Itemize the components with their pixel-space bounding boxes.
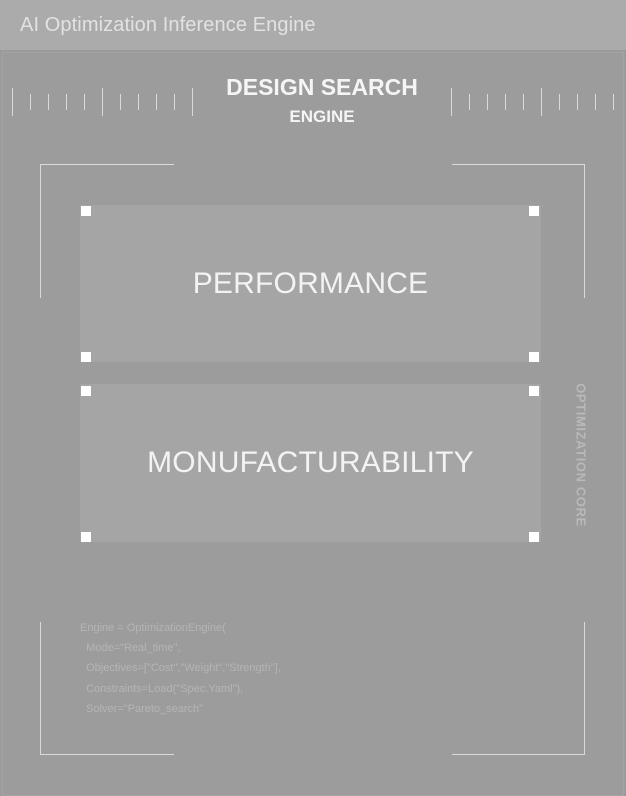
ruler-left [12, 88, 197, 118]
ruler-tick [174, 94, 175, 110]
code-snippet: Engine = OptimizationEngine( Mode="Real_… [80, 618, 281, 719]
manufacturability-block[interactable]: MONUFACTURABILITY [80, 384, 541, 542]
ruler-tick [66, 94, 67, 110]
ruler-tick [84, 94, 85, 110]
title-bar: AI Optimization Inference Engine [0, 0, 626, 50]
header-subtitle: ENGINE [289, 107, 355, 126]
code-line: Engine = OptimizationEngine( [80, 622, 226, 634]
ruler-tick [120, 94, 121, 110]
manufacturability-label: MONUFACTURABILITY [147, 446, 474, 479]
corner-bracket-bottom-right [452, 622, 585, 755]
ruler-tick [559, 94, 560, 110]
resize-handle-bottom-left[interactable] [81, 532, 91, 542]
ruler-right [451, 88, 616, 118]
resize-handle-bottom-right[interactable] [529, 532, 539, 542]
code-line: Mode="Real_time", [80, 642, 181, 655]
optimization-core-label: OPTIMIZATION CORE [573, 383, 589, 527]
resize-handle-bottom-right[interactable] [529, 352, 539, 362]
ruler-tick [523, 94, 524, 110]
ruler-tick [30, 94, 31, 110]
ruler-tick [577, 94, 578, 110]
ruler-tick [451, 88, 452, 116]
code-line: Objectives=["Cost","Weight","Strength"], [80, 662, 281, 675]
code-line: Constraints=Load("Spec.Yaml"), [80, 682, 244, 695]
ruler-tick [487, 94, 488, 110]
ruler-tick [12, 88, 13, 116]
ruler-tick [192, 88, 193, 116]
header-title: DESIGN SEARCH [226, 74, 418, 100]
ruler-tick [102, 88, 103, 116]
resize-handle-top-left[interactable] [81, 386, 91, 396]
performance-label: PERFORMANCE [192, 266, 429, 300]
resize-handle-top-right[interactable] [529, 386, 539, 396]
ruler-tick [541, 88, 542, 116]
ruler-tick [138, 94, 139, 110]
ruler-tick [595, 94, 596, 110]
ruler-tick [469, 94, 470, 110]
resize-handle-bottom-left[interactable] [81, 352, 91, 362]
code-line: Solver="Pareto_search" [80, 702, 204, 715]
ruler-tick [613, 94, 614, 110]
resize-handle-top-right[interactable] [529, 206, 539, 216]
ruler-tick [156, 94, 157, 110]
corner-bracket-bottom-left [40, 622, 174, 755]
window-title: AI Optimization Inference Engine [20, 13, 316, 36]
ruler-tick [48, 94, 49, 110]
corner-bracket-top-right [452, 164, 585, 298]
performance-block[interactable]: PERFORMANCE [80, 205, 541, 362]
corner-bracket-top-left [40, 164, 174, 298]
resize-handle-top-left[interactable] [81, 206, 91, 216]
ruler-tick [505, 94, 506, 110]
